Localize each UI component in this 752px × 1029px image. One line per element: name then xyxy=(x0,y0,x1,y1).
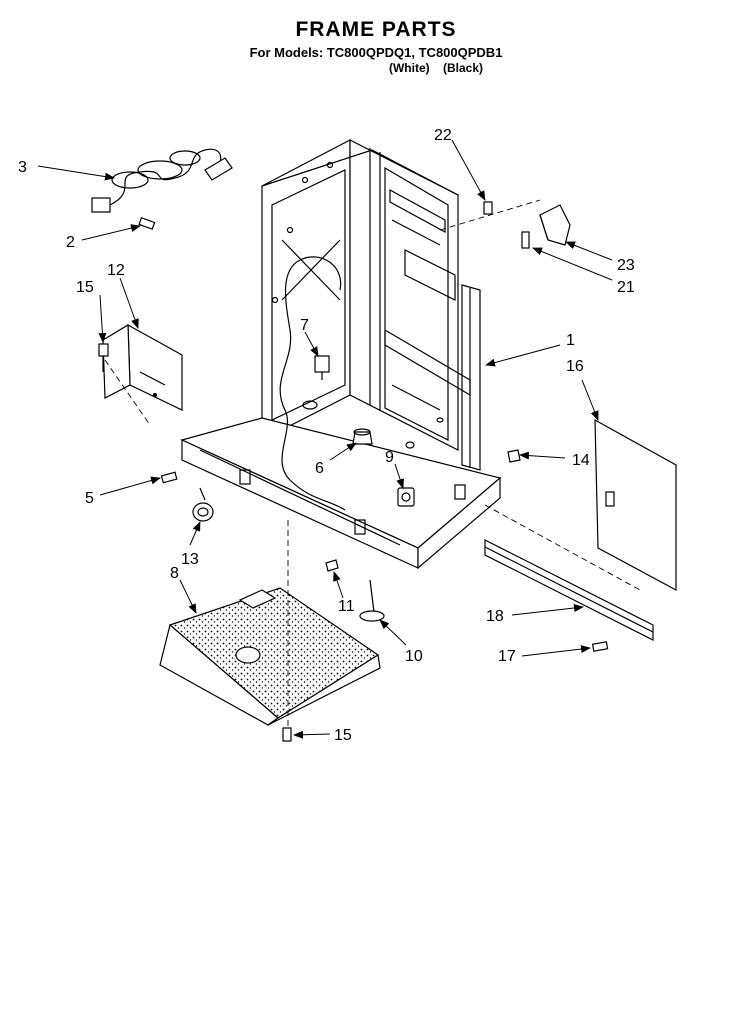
callout-15-upper: 15 xyxy=(76,279,94,296)
screw-part-5 xyxy=(160,471,178,484)
callout-5: 5 xyxy=(85,490,94,507)
callout-23: 23 xyxy=(617,257,635,274)
callout-3: 3 xyxy=(18,159,27,176)
callout-11: 11 xyxy=(338,598,355,615)
rail-part-18 xyxy=(484,539,654,641)
callout-6: 6 xyxy=(315,460,324,477)
callout-18: 18 xyxy=(486,608,504,625)
screw-part-2 xyxy=(138,217,156,230)
callout-15-lower: 15 xyxy=(334,727,352,744)
nut-part-11 xyxy=(325,559,339,572)
power-cord xyxy=(91,148,233,213)
leveling-leg-part-10 xyxy=(359,579,385,622)
callout-14: 14 xyxy=(572,452,590,469)
clip-part-21 xyxy=(521,231,530,249)
callout-2: 2 xyxy=(66,234,75,251)
shield-part-12 xyxy=(102,323,183,411)
screw-part-15-lower xyxy=(282,727,292,742)
fastener-part-6 xyxy=(352,428,373,445)
connector-part-7 xyxy=(314,355,330,380)
callout-17: 17 xyxy=(498,648,516,665)
page-title: FRAME PARTS xyxy=(295,18,457,41)
color-white-label: (White) xyxy=(388,61,430,75)
switch-part-9 xyxy=(397,487,415,507)
color-black-label: (Black) xyxy=(442,61,483,75)
leader-lines xyxy=(37,139,613,739)
models-line: For Models: TC800QPDQ1, TC800QPDB1 xyxy=(249,45,503,60)
callout-16: 16 xyxy=(566,358,584,375)
grommet-part-13 xyxy=(192,487,214,522)
callout-numbers: 3 2 15 12 7 22 23 21 1 16 14 5 6 9 13 8 … xyxy=(18,127,635,744)
assembly-guide-lines xyxy=(104,199,641,730)
callout-8: 8 xyxy=(170,565,179,582)
callout-7: 7 xyxy=(300,317,309,334)
filter-tray-part-8 xyxy=(159,587,381,726)
callout-10: 10 xyxy=(405,648,423,665)
callout-12: 12 xyxy=(107,262,125,279)
callout-1: 1 xyxy=(566,332,575,349)
panel-part-16 xyxy=(594,418,677,592)
nut-part-14 xyxy=(507,449,521,463)
screw-part-15-upper xyxy=(98,343,109,372)
bracket-part-23 xyxy=(539,204,571,246)
screw-part-17 xyxy=(591,641,609,652)
screw-part-22 xyxy=(483,201,493,215)
callout-13: 13 xyxy=(181,551,199,568)
callout-9: 9 xyxy=(385,449,394,466)
color-line: (White) (Black) xyxy=(0,61,752,75)
callout-22: 22 xyxy=(434,127,452,144)
cabinet-frame xyxy=(180,139,502,570)
callout-21: 21 xyxy=(617,279,635,296)
